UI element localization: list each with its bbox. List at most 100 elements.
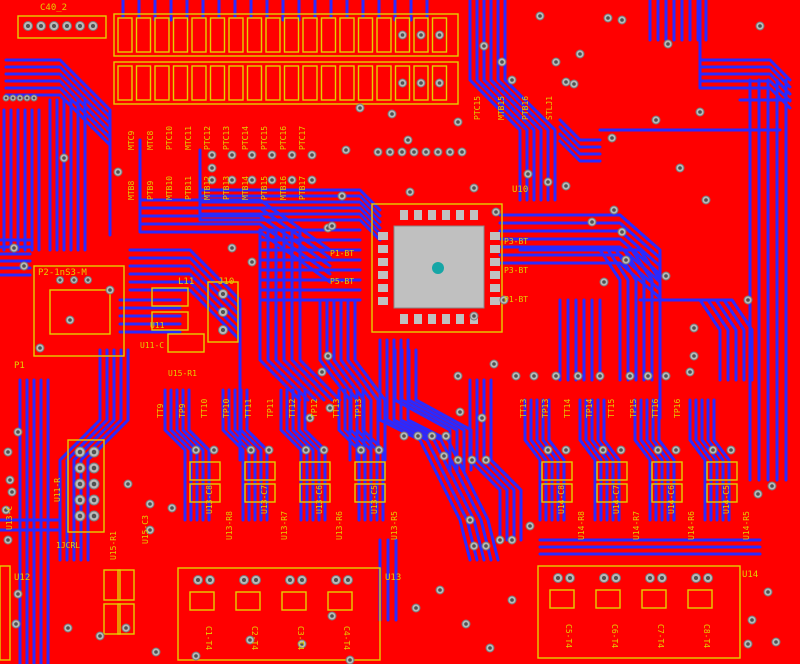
trace <box>346 298 380 462</box>
via-hole <box>304 448 308 452</box>
u10-pad-bottom <box>428 314 436 324</box>
trace <box>325 298 359 462</box>
via-hole <box>494 210 498 214</box>
mid-net-label-right: TT16 <box>651 399 660 418</box>
via-hole <box>91 513 97 519</box>
u14-cap-outline <box>706 461 738 481</box>
mid-net-label-left: TT12 <box>288 399 297 418</box>
header-pad-outline <box>320 65 337 101</box>
via-hole <box>345 577 351 583</box>
trace <box>245 388 269 522</box>
u10-outline <box>371 203 503 333</box>
chip-side-label-right: P1-BT <box>504 295 528 304</box>
via-hole <box>77 465 83 471</box>
u13-top-label: U13-C7 <box>260 485 269 514</box>
via-hole <box>16 592 20 596</box>
via-hole <box>25 96 29 100</box>
via-hole <box>619 448 623 452</box>
u14-connector-label: C6-T4 <box>610 624 619 648</box>
u13-cap-outline <box>244 461 276 481</box>
u14-connector-label: C5-T4 <box>564 624 573 648</box>
via-hole <box>77 481 83 487</box>
via-hole <box>108 288 112 292</box>
via-hole <box>290 178 294 182</box>
mid-net-label-right: TT13 <box>519 399 528 418</box>
u10-pad-right <box>490 245 500 253</box>
via-hole <box>492 362 496 366</box>
via-hole <box>207 577 213 583</box>
u14-connector-pad <box>687 589 713 609</box>
u10-pad-left <box>378 258 388 266</box>
top-net-label-row2: PTB17 <box>298 176 307 200</box>
u14-cap-outline <box>596 461 628 481</box>
via-hole <box>510 538 514 542</box>
mid-net-label-left: TP9 <box>178 403 187 418</box>
u15-r1-label-2: U15-R1 <box>109 531 118 560</box>
via-hole <box>32 96 36 100</box>
header-pad-outline <box>228 17 244 53</box>
u13-top-label: U13-C8 <box>205 485 214 514</box>
u13-cap-outline <box>299 461 331 481</box>
chip-side-label: P5-BT <box>330 277 354 286</box>
via-hole <box>456 374 460 378</box>
trace <box>482 0 536 202</box>
trace <box>291 388 315 522</box>
u14-cap-outline <box>651 461 683 481</box>
u13-bottom-label: U13-R5 <box>390 511 399 540</box>
via-hole <box>300 642 304 646</box>
via-hole <box>68 318 72 322</box>
u14-top-label: U14-C6 <box>667 485 676 514</box>
header-pad-outline <box>228 65 244 101</box>
via-hole <box>91 481 97 487</box>
via-hole <box>756 492 760 496</box>
via-hole <box>14 622 18 626</box>
via-hole <box>598 374 602 378</box>
via-hole <box>514 374 518 378</box>
trace <box>503 0 557 202</box>
label-header-left: 1JCRL <box>56 541 80 550</box>
header-pad-outline <box>172 17 189 53</box>
via-hole <box>590 220 594 224</box>
vias <box>1 11 781 664</box>
header-pad-outline <box>135 17 152 53</box>
label-l11: L11 <box>178 277 194 287</box>
header-pad-outline <box>302 65 318 101</box>
mid-net-label-right: TT15 <box>607 399 616 418</box>
header-pad-outline <box>154 17 170 53</box>
via-hole <box>116 170 120 174</box>
label-left-module: P2-1nS3-M <box>38 268 87 278</box>
label-p1: P1 <box>14 361 25 371</box>
top-net-label-row2: MTB12 <box>203 176 212 200</box>
trace <box>290 228 334 402</box>
trace <box>86 348 130 562</box>
via-hole <box>436 150 440 154</box>
via-hole <box>458 410 462 414</box>
via-hole <box>538 14 542 18</box>
via-hole <box>194 654 198 658</box>
via-hole <box>241 577 247 583</box>
top-net-label-row2: MTB10 <box>165 176 174 200</box>
via-hole <box>567 575 573 581</box>
header-pad-outline <box>209 17 226 53</box>
chip-side-label-right: P3-BT <box>504 266 528 275</box>
trace <box>266 228 310 402</box>
via-hole <box>654 118 658 122</box>
trace <box>298 228 342 402</box>
trace <box>468 0 522 202</box>
mid-net-label-right: TP15 <box>629 399 638 418</box>
left-module-inner <box>49 289 111 335</box>
trace <box>393 348 452 472</box>
u14-connector-label: C8-T4 <box>702 624 711 648</box>
via-hole <box>416 434 420 438</box>
via-hole <box>91 449 97 455</box>
trace <box>318 298 352 462</box>
trace <box>138 170 332 284</box>
l11-c1-outline <box>151 287 189 307</box>
via-hole <box>18 96 22 100</box>
u15-part-1 <box>103 569 121 601</box>
u13-top-label: U13-C6 <box>315 485 324 514</box>
via-hole <box>750 618 754 622</box>
via-hole <box>664 374 668 378</box>
via-hole <box>250 153 254 157</box>
